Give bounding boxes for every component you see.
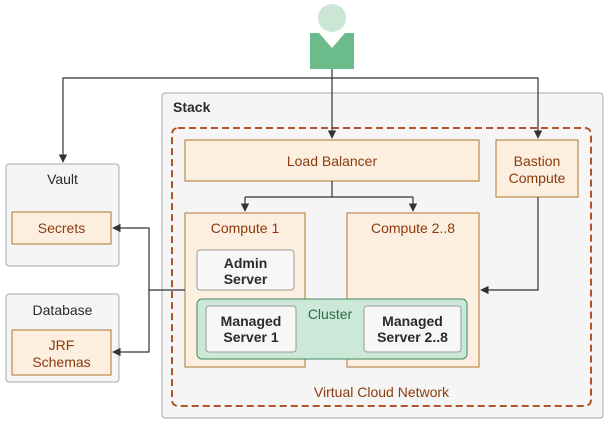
user-to-bastion-arrow bbox=[332, 77, 543, 139]
managed-server-2-label-line1: Managed bbox=[382, 313, 443, 329]
managed-server-1-box bbox=[205, 305, 297, 353]
vault-label: Vault bbox=[47, 171, 78, 187]
stack-label: Stack bbox=[173, 99, 211, 115]
jrf-label-line2: Schemas bbox=[32, 354, 91, 370]
compute-1-to-secrets-arrow bbox=[112, 223, 185, 291]
managed-server-2-label-line2: Server 2..8 bbox=[377, 329, 448, 345]
load-balancer-label: Load Balancer bbox=[286, 153, 378, 169]
user-icon bbox=[310, 4, 354, 69]
bastion-to-compute-2-arrow bbox=[480, 197, 539, 295]
vcn-label: Virtual Cloud Network bbox=[313, 384, 450, 400]
admin-server-label-line1: Admin bbox=[223, 255, 268, 271]
bastion-label-line2: Compute bbox=[508, 170, 566, 186]
compute-1-to-jrf-arrow bbox=[112, 290, 150, 357]
database-label: Database bbox=[32, 302, 93, 318]
jrf-label-line1: JRF bbox=[48, 337, 75, 353]
compute-1-label: Compute 1 bbox=[210, 220, 280, 236]
jrf-schemas-box bbox=[11, 329, 112, 376]
admin-server-label-line2: Server bbox=[223, 271, 268, 287]
cluster-label: Cluster bbox=[307, 306, 353, 322]
compute-2-label: Compute 2..8 bbox=[370, 220, 456, 236]
secrets-box bbox=[11, 211, 112, 245]
bastion-label-line1: Bastion bbox=[513, 153, 561, 169]
lb-split-line bbox=[245, 181, 413, 198]
bastion-compute-box bbox=[495, 139, 579, 198]
managed-server-1-label-line1: Managed bbox=[220, 313, 282, 329]
admin-server-box bbox=[196, 249, 295, 291]
vcn-boundary bbox=[171, 127, 592, 407]
user-to-vault-arrow bbox=[58, 77, 332, 163]
managed-server-2-box bbox=[363, 305, 462, 353]
managed-server-1-label-line2: Server 1 bbox=[223, 329, 279, 345]
secrets-label: Secrets bbox=[37, 220, 86, 236]
